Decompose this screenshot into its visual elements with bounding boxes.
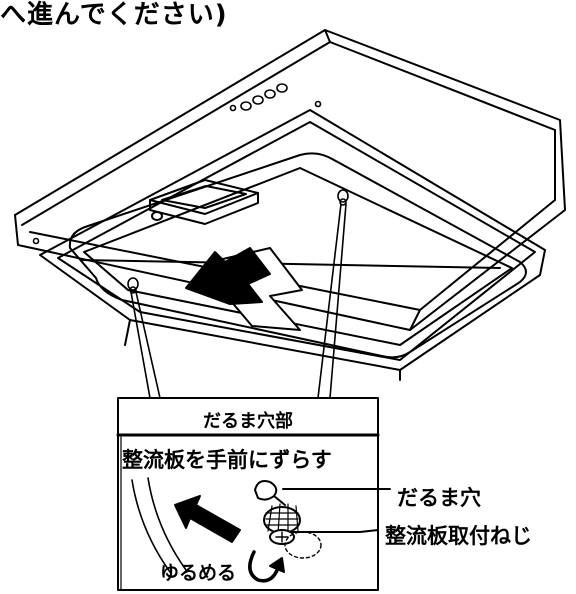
header-text: へ進んでください) (0, 0, 228, 30)
leader-lines (130, 203, 347, 399)
baffle-screw-label: 整流板取付ねじ (385, 524, 532, 548)
hood-underside-frame (39, 109, 546, 381)
inset-screw (263, 503, 379, 559)
range-hood-body (14, 29, 566, 331)
inset-slide-arrow (174, 495, 241, 543)
loosen-label: ゆるめる (160, 562, 237, 584)
inset-daruma-hole (254, 480, 391, 506)
daruma-screws (127, 189, 349, 294)
loosen-rotation-arrow (248, 550, 285, 583)
plate-edge-lines (131, 477, 187, 573)
baffle-plate (68, 152, 527, 359)
inset-box-instruction: 整流板を手前にずらす (122, 448, 332, 472)
control-buttons (32, 83, 322, 245)
slide-direction-arrow (185, 247, 303, 331)
baffle-window (149, 179, 259, 225)
daruma-hole-label: だるま穴 (397, 486, 481, 510)
inset-box-title: だるま穴部 (203, 411, 293, 432)
